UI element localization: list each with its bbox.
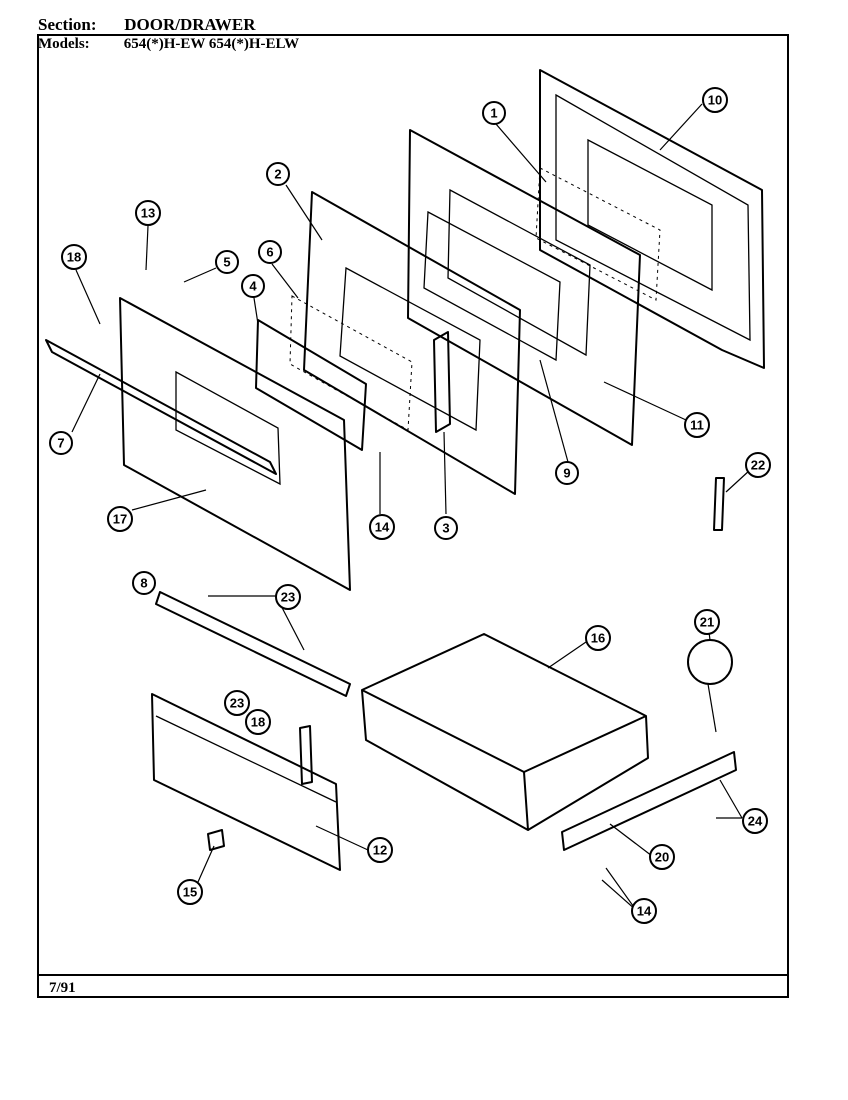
callout-23-upper: 23	[275, 584, 301, 610]
section-heading: Section: DOOR/DRAWER	[38, 16, 256, 33]
callout-17: 17	[107, 506, 133, 532]
callout-3: 3	[434, 516, 458, 540]
svg-text:15: 15	[183, 885, 197, 900]
svg-text:8: 8	[140, 576, 147, 591]
part-drawer-bracket	[155, 591, 351, 697]
part-drawer-bumper	[207, 829, 225, 851]
callout-14-upper: 14	[369, 514, 395, 540]
part-inner-panel	[407, 129, 641, 446]
part-heat-shield	[339, 266, 481, 432]
diagram-frame	[37, 34, 789, 998]
part-slide-clip	[687, 639, 733, 685]
callout-4: 4	[241, 274, 265, 298]
models-heading: Models: 654(*)H-EW 654(*)H-ELW	[38, 37, 299, 52]
svg-text:2: 2	[274, 167, 281, 182]
part-drawer-handle-pin	[299, 725, 313, 785]
svg-text:20: 20	[655, 850, 669, 865]
svg-text:7: 7	[57, 436, 64, 451]
svg-text:21: 21	[700, 615, 714, 630]
callout-16: 16	[585, 625, 611, 651]
svg-text:1: 1	[490, 106, 497, 121]
callout-11: 11	[684, 412, 710, 438]
part-glass-gasket	[255, 319, 367, 451]
footer-divider	[37, 974, 789, 976]
callout-2: 2	[266, 162, 290, 186]
callout-15: 15	[177, 879, 203, 905]
part-hinge-bracket	[433, 331, 451, 433]
callout-18-lower: 18	[245, 709, 271, 735]
callout-10: 10	[702, 87, 728, 113]
callout-23-lower: 23	[224, 690, 250, 716]
callout-18-upper: 18	[61, 244, 87, 270]
part-door-handle	[45, 339, 277, 475]
part-outer-glass	[535, 167, 661, 301]
part-outer-liner	[539, 69, 765, 369]
svg-text:13: 13	[141, 206, 155, 221]
svg-text:14: 14	[375, 520, 390, 535]
callout-8: 8	[132, 571, 156, 595]
callout-13: 13	[135, 200, 161, 226]
callout-1: 1	[482, 101, 506, 125]
callout-20: 20	[649, 844, 675, 870]
part-inner-glass	[289, 295, 413, 431]
svg-text:16: 16	[591, 631, 605, 646]
callout-6: 6	[258, 240, 282, 264]
callout-24: 24	[742, 808, 768, 834]
svg-text:18: 18	[251, 715, 265, 730]
svg-text:3: 3	[442, 521, 449, 536]
svg-text:18: 18	[67, 250, 81, 265]
footer-date: 7/91	[49, 980, 76, 996]
svg-text:24: 24	[748, 814, 763, 829]
svg-text:11: 11	[690, 418, 704, 433]
svg-text:22: 22	[751, 458, 765, 473]
callout-14-lower: 14	[631, 898, 657, 924]
callout-21: 21	[694, 609, 720, 635]
part-drawer-front	[151, 693, 341, 871]
models-value: 654(*)H-EW 654(*)H-ELW	[123, 36, 300, 52]
svg-text:9: 9	[563, 466, 570, 481]
svg-text:23: 23	[230, 696, 244, 711]
svg-text:6: 6	[266, 245, 273, 260]
svg-text:10: 10	[708, 93, 722, 108]
part-drawer-slide	[561, 751, 737, 851]
section-value: DOOR/DRAWER	[124, 15, 256, 34]
svg-text:23: 23	[281, 590, 295, 605]
callout-5: 5	[215, 250, 239, 274]
svg-text:12: 12	[373, 843, 387, 858]
section-label: Section:	[38, 15, 97, 34]
models-label: Models:	[38, 36, 90, 52]
svg-text:17: 17	[113, 512, 127, 527]
callout-12: 12	[367, 837, 393, 863]
part-insulation	[303, 191, 521, 495]
part-door-hinge	[713, 477, 725, 531]
callout-9: 9	[555, 461, 579, 485]
svg-text:5: 5	[223, 255, 230, 270]
callout-22: 22	[745, 452, 771, 478]
svg-text:14: 14	[637, 904, 652, 919]
leader-lines	[71, 103, 751, 911]
part-drawer-tray	[361, 633, 649, 831]
svg-text:4: 4	[249, 279, 257, 294]
callout-7: 7	[49, 431, 73, 455]
